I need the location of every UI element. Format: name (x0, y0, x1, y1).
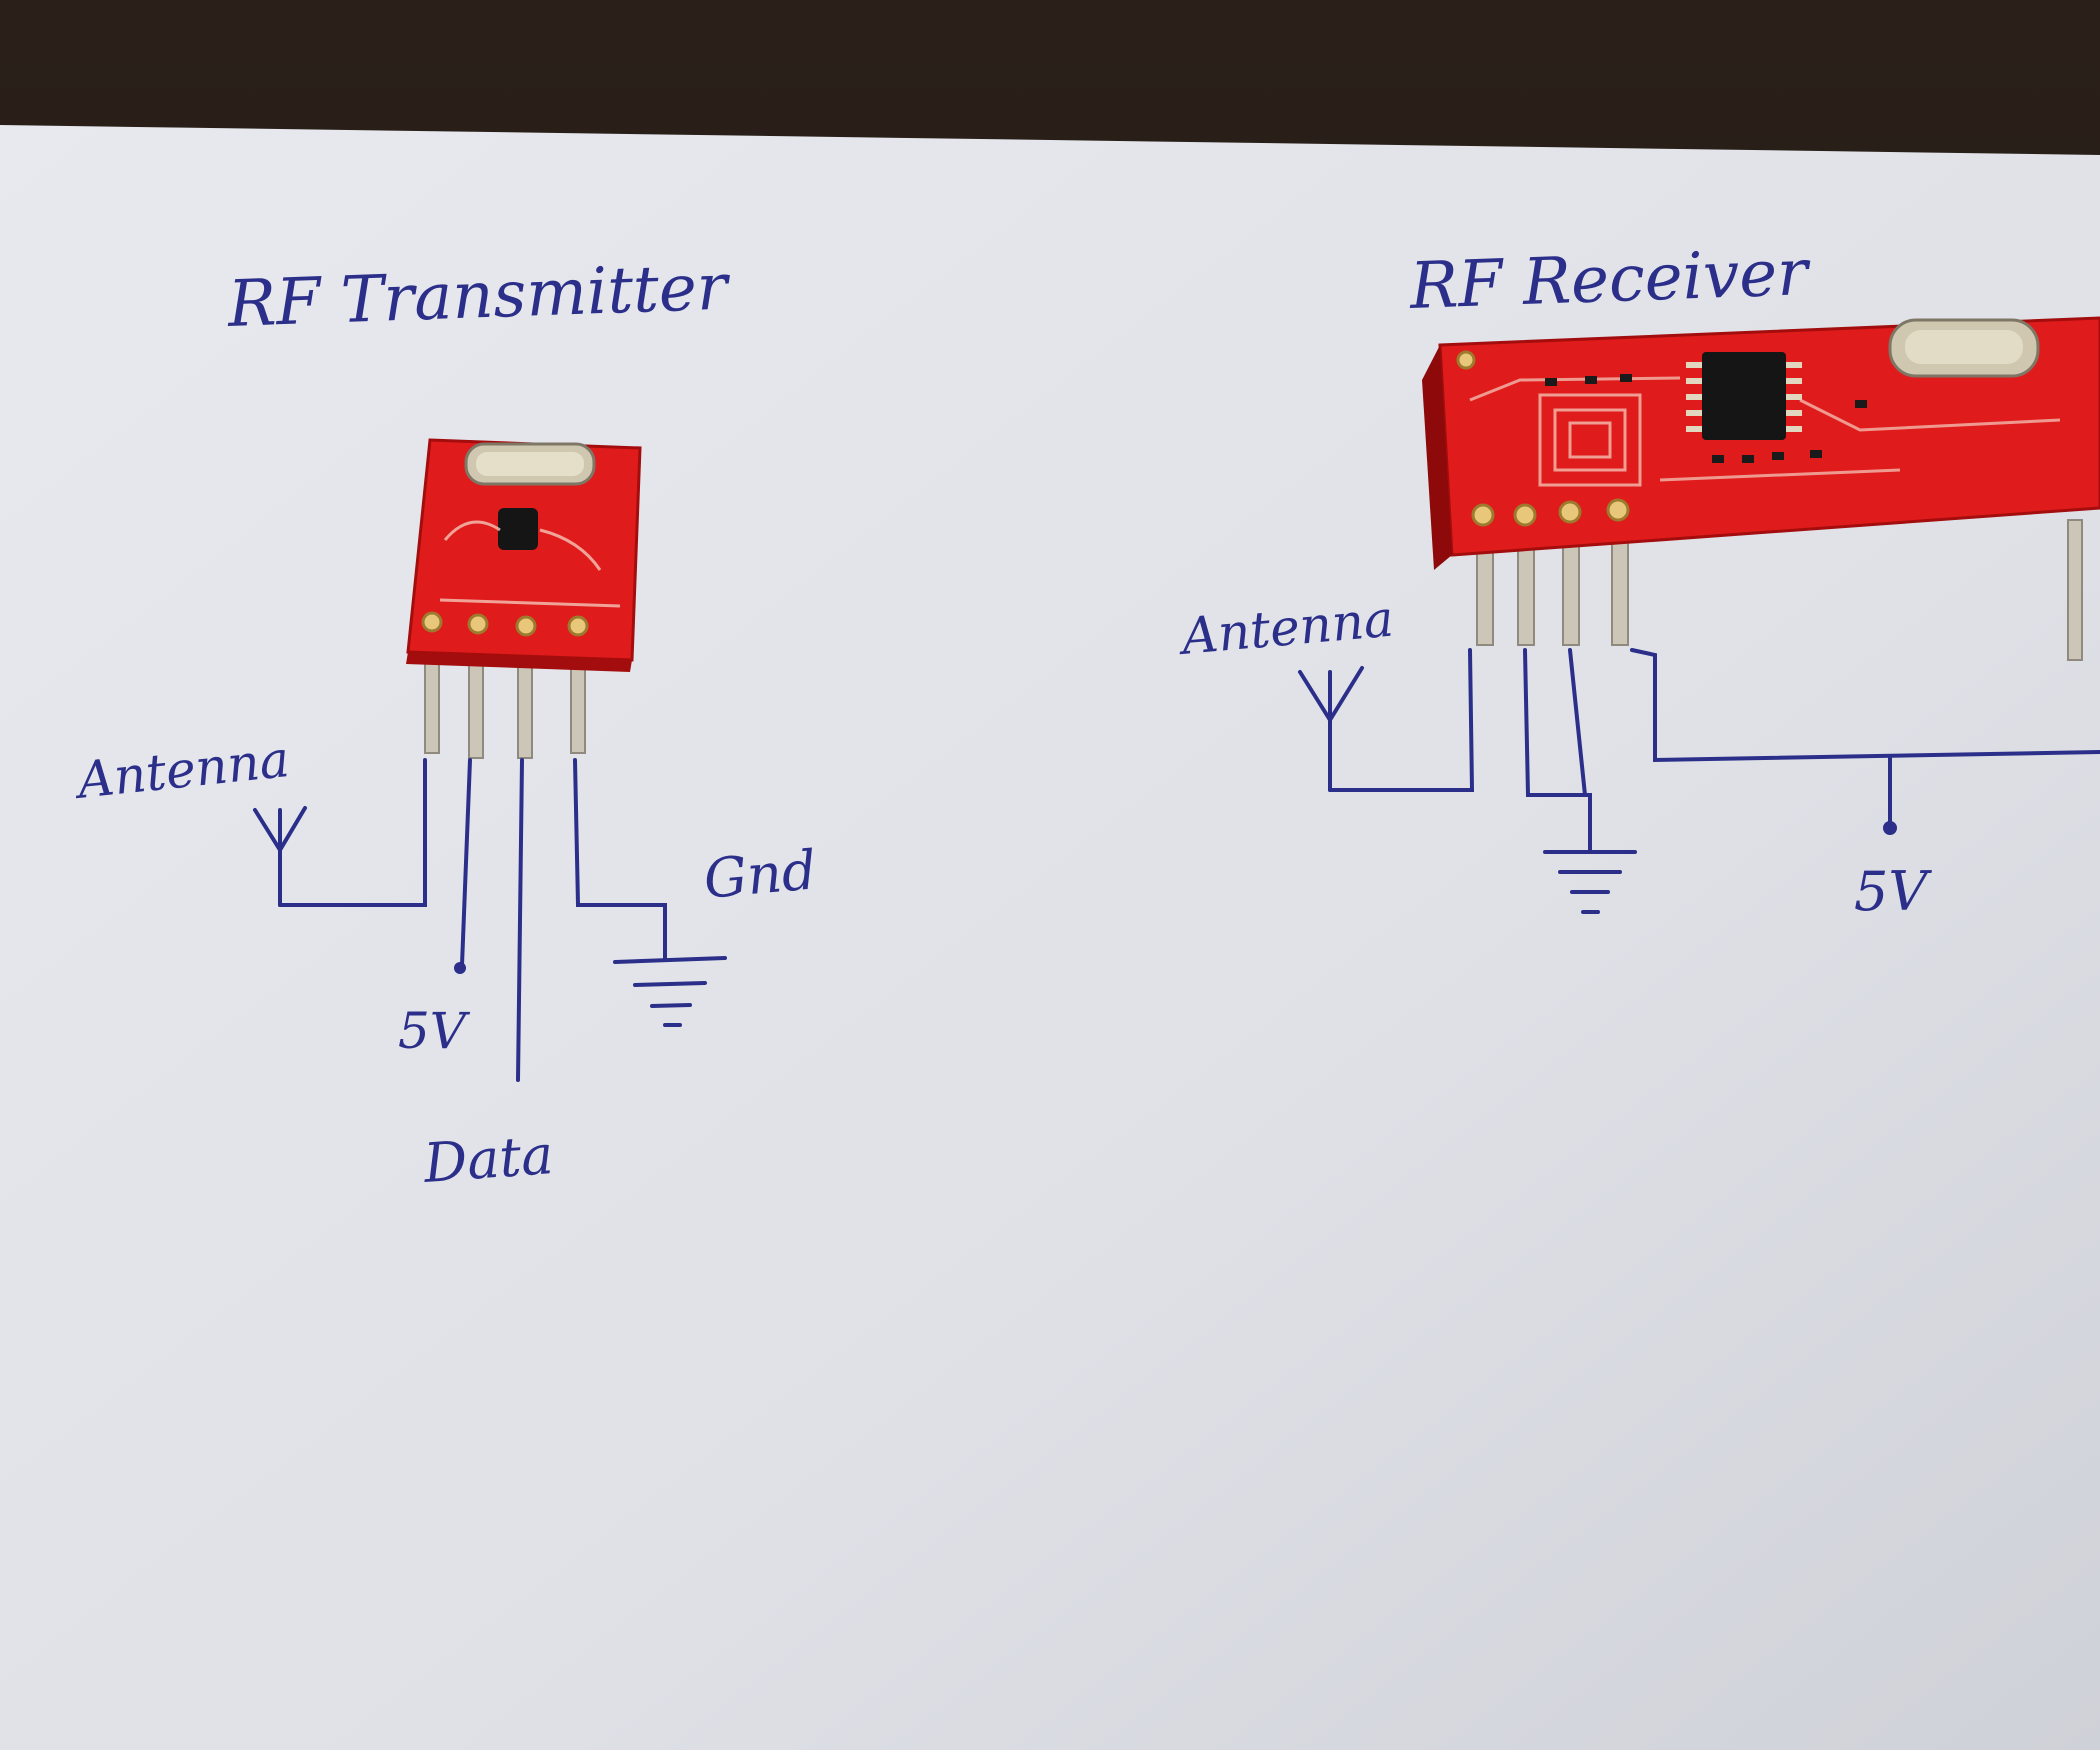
rx-pads (1456, 350, 1630, 527)
tx-transistor (498, 508, 538, 550)
tx-pads (421, 611, 589, 637)
rx-ic-chip (1686, 352, 1802, 440)
rx-ground-icon (1543, 850, 1637, 914)
tx-5v-terminal (454, 962, 466, 974)
tx-antenna-icon (253, 806, 307, 907)
rx-antenna-icon (1298, 666, 1364, 792)
rx-wires (1328, 648, 2100, 852)
tx-ground-icon (613, 956, 727, 1027)
transmitter-module (406, 438, 642, 759)
tx-5v-label: 5V (398, 1002, 466, 1060)
rx-5v-terminal (1883, 821, 1897, 835)
rx-spiral-inductor (1538, 393, 1642, 487)
rx-5v-label: 5V (1854, 860, 1928, 923)
rx-smd-parts (1545, 374, 1867, 463)
receiver-module (1422, 316, 2100, 661)
tx-pins (424, 654, 586, 759)
rx-crystal (1888, 318, 2040, 378)
tx-wires (278, 758, 667, 1082)
